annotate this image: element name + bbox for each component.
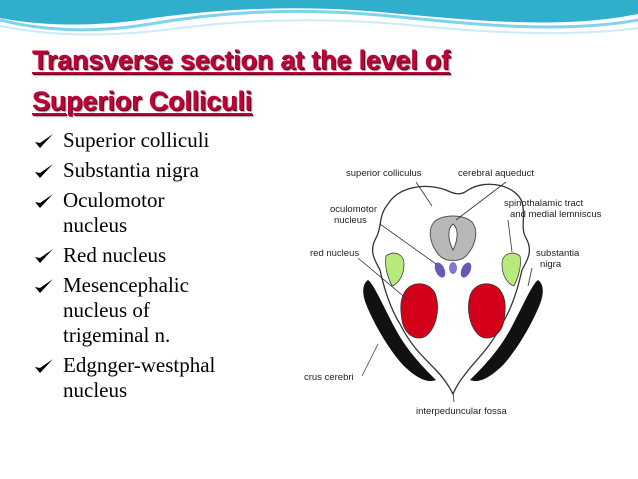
label-red-nucleus: red nucleus: [310, 248, 359, 259]
title-line-1: Transverse section at the level of: [32, 45, 450, 75]
label-interpeduncular-fossa: interpeduncular fossa: [416, 406, 508, 417]
oculomotor-nucleus-left: [434, 262, 446, 278]
bullet-item: Superior colliculi: [34, 128, 284, 153]
bullet-list: Superior colliculi Substantia nigra Ocul…: [34, 128, 284, 408]
bullet-item: Mesencephalic nucleus of trigeminal n.: [34, 273, 284, 348]
red-nucleus-right: [468, 283, 506, 339]
bullet-text: Mesencephalic: [63, 273, 189, 297]
slide-title: Transverse section at the level of Super…: [32, 40, 612, 122]
midbrain-section-diagram: superior colliculus cerebral aqueduct oc…: [296, 158, 622, 424]
label-oculomotor-line1: oculomotor: [330, 204, 377, 215]
bullet-text-continued: nucleus: [63, 378, 128, 402]
oculomotor-nucleus-right: [460, 262, 472, 278]
bullet-item: Red nucleus: [34, 243, 284, 268]
checkmark-bullet-icon: [35, 249, 53, 263]
midbrain-outline: [372, 183, 530, 396]
red-nucleus-left: [400, 283, 438, 339]
medial-lemniscus-right: [501, 252, 521, 287]
header-wave-decoration: [0, 0, 638, 36]
bullet-item: Substantia nigra: [34, 158, 284, 183]
bullet-text-continued: nucleus: [63, 213, 128, 237]
checkmark-bullet-icon: [35, 164, 53, 178]
checkmark-bullet-icon: [35, 134, 53, 148]
checkmark-bullet-icon: [35, 279, 53, 293]
label-substantia-line1: substantia: [536, 248, 580, 259]
medial-lemniscus-left: [385, 252, 405, 287]
cerebral-aqueduct: [448, 223, 458, 252]
bullet-text: Substantia nigra: [63, 158, 199, 182]
checkmark-bullet-icon: [35, 359, 53, 373]
bullet-item: Edgnger-westphal nucleus: [34, 353, 284, 403]
label-spinothalamic-line1: spinothalamic tract: [504, 198, 584, 209]
label-oculomotor-line2: nucleus: [334, 215, 367, 226]
edinger-westphal-nucleus: [449, 262, 457, 274]
bullet-text-continued: trigeminal n.: [63, 323, 171, 347]
bullet-text: Superior colliculi: [63, 128, 210, 152]
title-line-2: Superior Colliculi: [32, 86, 252, 116]
bullet-text: Red nucleus: [63, 243, 167, 267]
label-superior-colliculus: superior colliculus: [346, 168, 422, 179]
label-cerebral-aqueduct: cerebral aqueduct: [458, 168, 534, 179]
bullet-text: Oculomotor: [63, 188, 165, 212]
label-crus-cerebri: crus cerebri: [304, 372, 354, 383]
substantia-nigra-right: [470, 280, 543, 382]
label-spinothalamic-line2: and medial lemniscus: [510, 209, 602, 220]
bullet-item: Oculomotor nucleus: [34, 188, 284, 238]
checkmark-bullet-icon: [35, 194, 53, 208]
bullet-text: Edgnger-westphal: [63, 353, 216, 377]
label-substantia-line2: nigra: [540, 259, 562, 270]
substantia-nigra-left: [363, 280, 436, 382]
leader-lines: [357, 181, 533, 403]
bullet-text-continued: nucleus of: [63, 298, 150, 322]
